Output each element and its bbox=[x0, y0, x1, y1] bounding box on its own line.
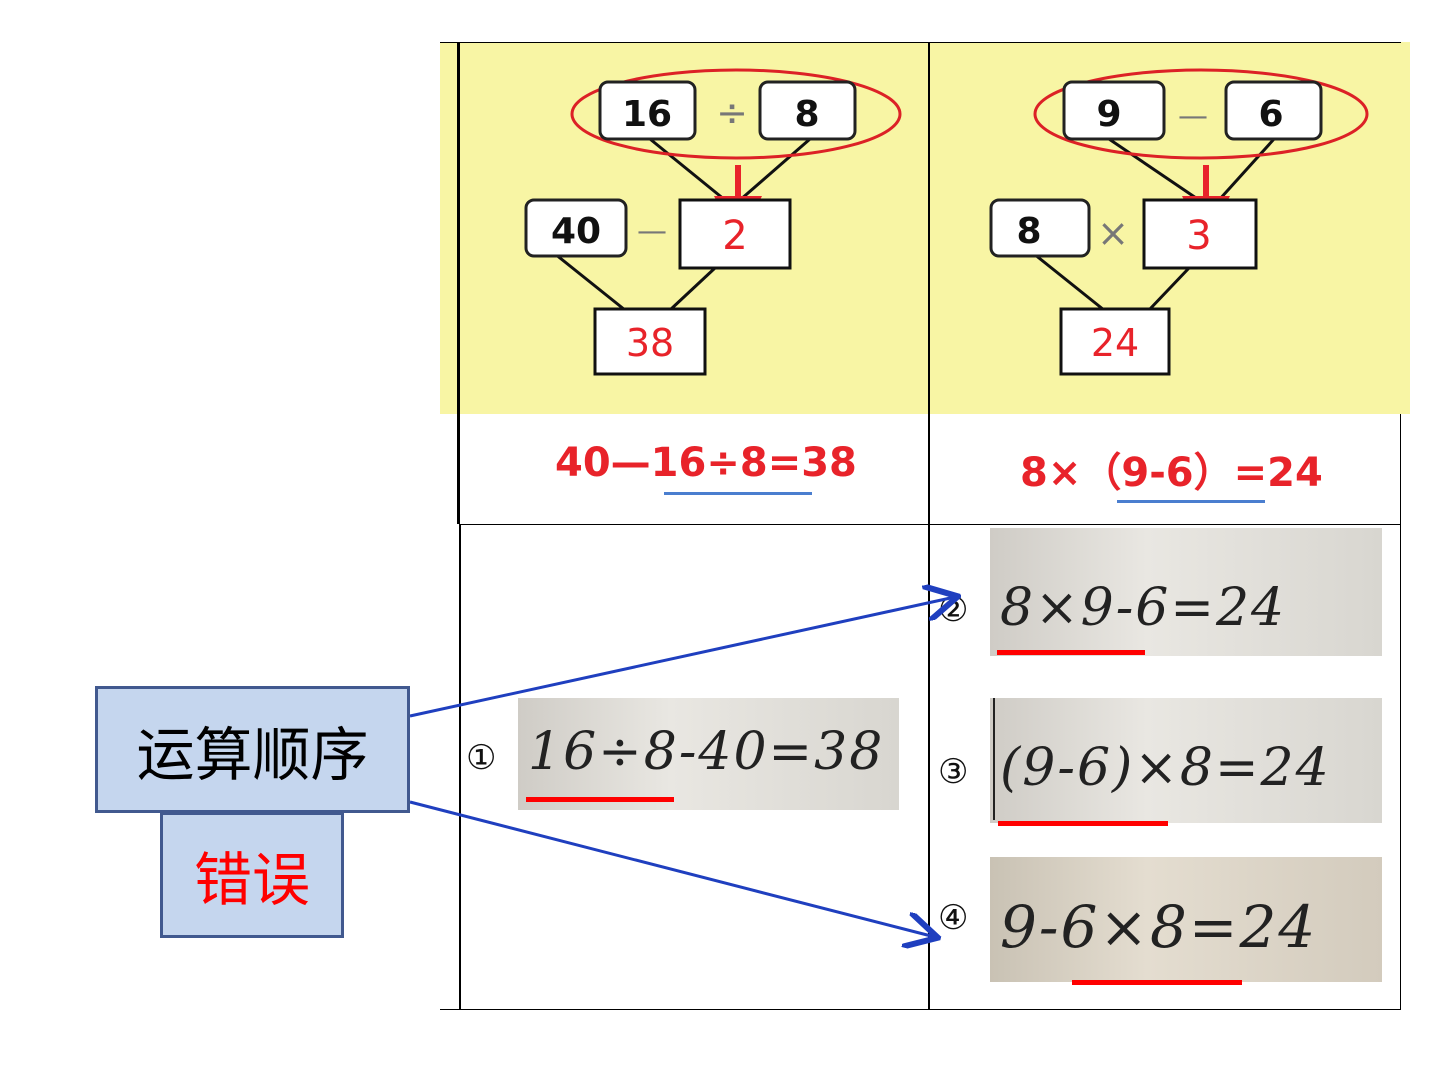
category-label-text: 运算顺序 bbox=[136, 708, 368, 792]
arrow-to-answer-2 bbox=[410, 597, 955, 716]
error-label-text: 错误 bbox=[194, 833, 310, 917]
arrow-to-answer-4 bbox=[410, 802, 935, 937]
error-label: 错误 bbox=[160, 812, 344, 938]
category-label: 运算顺序 bbox=[95, 686, 410, 813]
